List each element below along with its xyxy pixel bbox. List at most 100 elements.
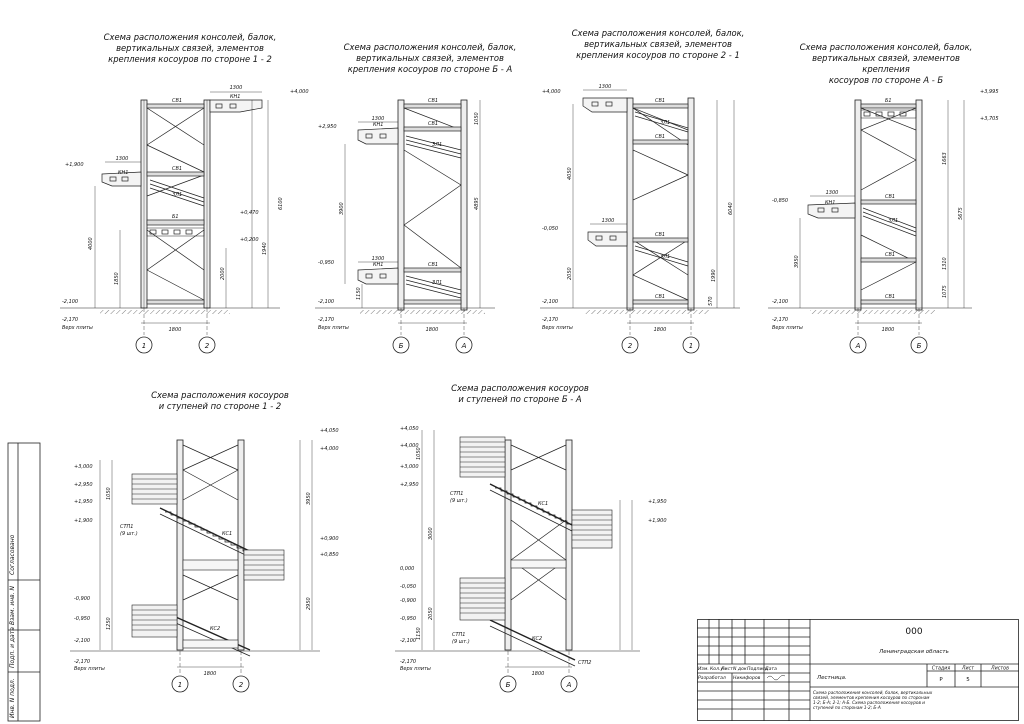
element-mark: ЗЛ1 bbox=[172, 192, 182, 198]
dim-text: 2950 bbox=[306, 597, 312, 610]
dim-text: 1050 bbox=[106, 487, 112, 500]
stamp-code: 000 bbox=[905, 627, 922, 637]
level-mark: -0,850 bbox=[772, 198, 788, 204]
level-mark: -0,050 bbox=[400, 584, 416, 590]
level-mark: -2,100 bbox=[542, 299, 558, 305]
sheet-value: 5 bbox=[966, 677, 970, 683]
column-right bbox=[203, 99, 211, 309]
element-mark: ЗЛ1 bbox=[888, 218, 898, 224]
dim-text: 1940 bbox=[262, 242, 268, 255]
stamp-object: Лестница. bbox=[816, 675, 847, 681]
stamp-desc: Схема расположения консолей, балок, верт… bbox=[813, 690, 933, 695]
width-dim: 1800 bbox=[426, 327, 439, 333]
level-mark: 0,000 bbox=[400, 566, 414, 572]
element-mark: (9 шт.) bbox=[450, 498, 468, 504]
level-mark: -0,950 bbox=[400, 616, 416, 622]
dim-text: 1310 bbox=[942, 257, 948, 270]
level-mark: -2,100 bbox=[62, 299, 78, 305]
axis-bubble bbox=[560, 675, 578, 693]
axis-label: Б bbox=[917, 342, 922, 350]
dim-text: 1050 bbox=[416, 447, 422, 460]
axis-bubble bbox=[392, 336, 410, 354]
dim-text: 3950 bbox=[306, 492, 312, 505]
panel-side-a-b bbox=[768, 99, 972, 354]
axis-bubble bbox=[849, 336, 867, 354]
element-mark: СВ1 bbox=[655, 294, 665, 300]
level-mark: -2,100 bbox=[400, 638, 416, 644]
dim-text: 2000 bbox=[220, 267, 226, 280]
axis-bubble bbox=[455, 336, 473, 354]
side-stamp bbox=[7, 442, 41, 722]
level-mark: -0,050 bbox=[542, 226, 558, 232]
level-mark: -2,170 bbox=[62, 317, 78, 323]
stamp-author: Никифоров bbox=[733, 675, 761, 681]
consoles bbox=[807, 202, 856, 219]
width-dim: 1800 bbox=[204, 671, 217, 677]
dim-text: 4895 bbox=[474, 197, 480, 210]
axis-label: 2 bbox=[239, 681, 244, 689]
vertical-bracing bbox=[403, 107, 462, 269]
level-mark: -2,170 bbox=[74, 659, 90, 665]
slab-hatch bbox=[100, 310, 230, 314]
title-side-2-1: Схема расположения консолей, балок, верт… bbox=[571, 28, 745, 60]
dim-text: 1300 bbox=[602, 218, 615, 224]
element-mark: КС2 bbox=[210, 626, 220, 632]
dim-text: 1663 bbox=[942, 152, 948, 165]
level-mark: +1,900 bbox=[65, 162, 84, 168]
element-mark: СТП1 bbox=[452, 632, 466, 638]
element-mark: СВ1 bbox=[885, 194, 895, 200]
level-mark: +3,995 bbox=[980, 89, 999, 95]
level-mark: +2,950 bbox=[74, 482, 93, 488]
axis-bubble bbox=[198, 336, 216, 354]
dim-text: 2050 bbox=[428, 607, 434, 620]
panel-side-b-a bbox=[315, 99, 495, 354]
element-mark: Б1 bbox=[172, 214, 179, 220]
level-mark: +4,000 bbox=[542, 89, 561, 95]
title-side-1-2: Схема расположения консолей, балок, верт… bbox=[103, 32, 277, 64]
dim-text: 570 bbox=[708, 296, 714, 306]
dimension-lines bbox=[315, 100, 495, 335]
element-mark: КН1 bbox=[373, 262, 384, 268]
level-mark: -2,170 bbox=[400, 659, 416, 665]
dim-text: 1150 bbox=[356, 287, 362, 300]
beams bbox=[403, 103, 462, 305]
level-mark: +0,900 bbox=[320, 536, 339, 542]
dim-text: 5675 bbox=[958, 207, 964, 220]
stamp-desc: ступеней по сторонам 1-2; Б-А bbox=[813, 705, 881, 710]
dim-text: 1300 bbox=[116, 156, 129, 162]
dim-text: 1300 bbox=[230, 85, 243, 91]
side-label-agreed: Согласовано bbox=[9, 534, 16, 575]
dim-text: 3900 bbox=[339, 202, 345, 215]
col-header: Дата bbox=[764, 666, 777, 672]
consoles bbox=[101, 99, 263, 187]
element-mark: СВ1 bbox=[172, 166, 182, 172]
level-mark: +0,850 bbox=[320, 552, 339, 558]
element-mark: СТП2 bbox=[578, 660, 592, 666]
vertical-bracing bbox=[146, 107, 205, 301]
width-dim: 1800 bbox=[654, 327, 667, 333]
element-mark: СВ1 bbox=[885, 252, 895, 258]
stamp-region: Ленинградская область bbox=[878, 649, 949, 655]
axis-label: 2 bbox=[628, 342, 633, 350]
level-mark: +3,705 bbox=[980, 116, 999, 122]
axis-label: Б bbox=[399, 342, 404, 350]
element-mark: ЗЛ1 bbox=[432, 142, 442, 148]
beams bbox=[146, 103, 205, 305]
element-mark: СВ1 bbox=[428, 98, 438, 104]
dim-text: 1300 bbox=[372, 116, 385, 122]
consoles bbox=[357, 127, 399, 285]
dimension-lines bbox=[395, 430, 640, 675]
level-mark: +1,950 bbox=[648, 499, 667, 505]
dim-text: 2050 bbox=[567, 267, 573, 280]
level-mark: -0,950 bbox=[318, 260, 334, 266]
level-mark: +2,950 bbox=[318, 124, 337, 130]
col-header: Лист bbox=[720, 666, 733, 672]
dimension-lines bbox=[768, 100, 972, 335]
axis-bubble bbox=[171, 675, 189, 693]
element-mark: (9 шт.) bbox=[120, 531, 138, 537]
beams bbox=[632, 103, 689, 305]
dimension-lines bbox=[60, 91, 280, 335]
consoles bbox=[582, 97, 628, 247]
dimension-lines bbox=[540, 89, 740, 335]
